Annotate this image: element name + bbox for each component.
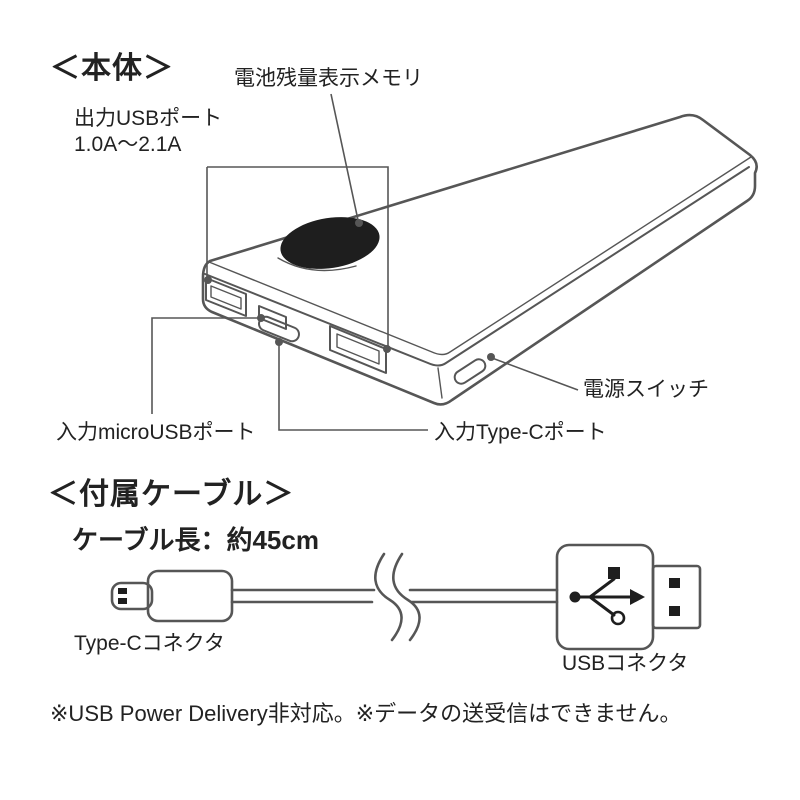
leader-micro-usb bbox=[151, 317, 261, 414]
label-usb-connector: USBコネクタ bbox=[562, 652, 689, 675]
device-top-edge-line bbox=[204, 166, 750, 367]
cable-break-icon bbox=[374, 552, 421, 642]
leader-type-c bbox=[278, 343, 428, 431]
leader-power-switch bbox=[491, 357, 579, 391]
leader-dot-power-switch bbox=[487, 353, 495, 361]
cable-illustration bbox=[110, 543, 702, 651]
footnote-text: ※USB Power Delivery非対応。※データの送受信はできません。 bbox=[50, 701, 682, 726]
label-output-usb-line2: 1.0A～2.1A bbox=[74, 133, 182, 157]
label-input-type-c-port: 入力Type-Cポート bbox=[434, 421, 607, 444]
device-inner-edge-line bbox=[208, 156, 752, 356]
type-c-plug-icon bbox=[110, 569, 234, 623]
device-outline bbox=[201, 113, 758, 406]
usb-trident-icon bbox=[569, 567, 645, 626]
power-switch-icon bbox=[453, 358, 487, 385]
cable-length-text: ケーブル長：約45cm bbox=[72, 525, 319, 555]
micro-usb-port-icon bbox=[258, 305, 287, 330]
leader-lines bbox=[151, 93, 579, 431]
label-type-c-connector: Type-Cコネクタ bbox=[74, 632, 225, 655]
label-input-micro-usb-port: 入力microUSBポート bbox=[56, 421, 256, 444]
label-output-usb-port: 出力USBポート 1.0A～2.1A bbox=[74, 106, 222, 159]
device-section-heading: ＜本体＞ bbox=[50, 52, 174, 85]
powerbank-illustration bbox=[201, 113, 758, 406]
output-usb-port-1-icon bbox=[205, 277, 247, 317]
cable-line-right bbox=[408, 588, 559, 604]
label-output-usb-line1: 出力USBポート bbox=[74, 107, 223, 130]
cable-line-left bbox=[230, 588, 376, 604]
battery-display-oval bbox=[280, 217, 380, 269]
cable-section-heading: ＜付属ケーブル＞ bbox=[48, 478, 295, 511]
leader-dot-battery bbox=[355, 219, 363, 227]
device-corner-line bbox=[437, 367, 443, 399]
leader-dot-micro-usb bbox=[257, 314, 265, 322]
label-battery-indicator: 電池残量表示メモリ bbox=[234, 67, 423, 90]
usb-plug-icon bbox=[555, 543, 702, 651]
label-power-switch: 電源スイッチ bbox=[583, 378, 709, 401]
leader-output-usb-2 bbox=[207, 166, 389, 346]
display-groove-arc bbox=[277, 257, 357, 272]
leader-dot-usb1 bbox=[204, 276, 212, 284]
leader-battery-indicator bbox=[330, 93, 359, 221]
leader-dot-type-c bbox=[275, 338, 283, 346]
output-usb-port-2-icon bbox=[329, 325, 387, 374]
leader-dot-usb2 bbox=[383, 345, 391, 353]
